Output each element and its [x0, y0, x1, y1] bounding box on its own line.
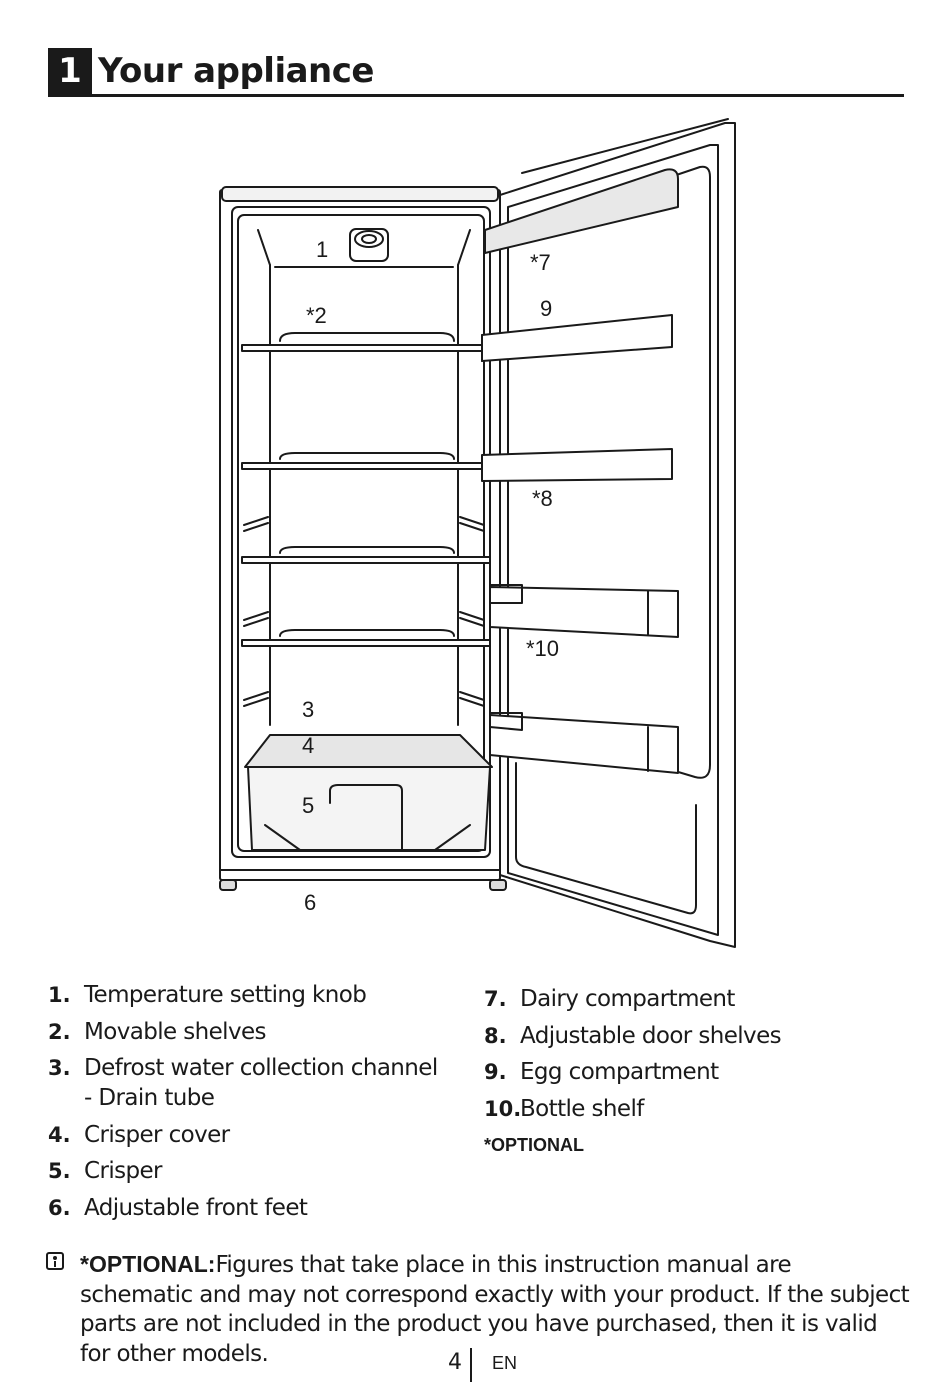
refrigerator-illustration: [219, 118, 736, 948]
callout-1: 1: [316, 237, 329, 262]
info-body: Figures that take place in this instruct…: [80, 1252, 910, 1367]
list-item: 3. Defrost water collection channel - Dr…: [48, 1055, 438, 1111]
shelves: [241, 332, 491, 707]
callout-2: *2: [306, 303, 327, 328]
callout-9: 9: [540, 296, 553, 321]
callout-6: 6: [304, 890, 317, 915]
list-item: 10. Bottle shelf: [484, 1095, 644, 1122]
info-icon: [46, 1252, 64, 1270]
appliance-diagram: 1 *2 3 4 5 6 *7 *8 9 *10: [210, 115, 740, 955]
callout-3: 3: [302, 697, 315, 722]
list-item: 2. Movable shelves: [48, 1018, 267, 1045]
list-item: 5. Crisper: [48, 1158, 163, 1184]
section-title: Your appliance: [98, 51, 374, 91]
info-label: *OPTIONAL:: [80, 1251, 216, 1277]
list-item: 6. Adjustable front feet: [48, 1194, 308, 1221]
parts-list-right: 7. Dairy compartment 8. Adjustable door …: [484, 984, 904, 1160]
callout-10: *10: [526, 636, 560, 661]
callout-7: *7: [530, 250, 551, 275]
parts-list-left: 1. Temperature setting knob 2. Movable s…: [48, 980, 468, 1229]
list-item: 8. Adjustable door shelves: [484, 1022, 782, 1049]
callout-4: 4: [302, 733, 315, 758]
language-code: EN: [492, 1353, 518, 1373]
list-item: 1. Temperature setting knob: [48, 982, 367, 1008]
page-number: 4: [448, 1350, 462, 1375]
optional-note: *OPTIONAL: [484, 1135, 585, 1155]
door: [481, 118, 736, 948]
footer-divider: [470, 1348, 472, 1382]
crisper: [244, 734, 493, 851]
cabinet: [219, 186, 507, 891]
list-item: 7. Dairy compartment: [484, 986, 735, 1012]
section-number: 1: [48, 48, 92, 94]
section-header: 1 Your appliance: [48, 46, 904, 97]
callout-5: 5: [302, 793, 315, 818]
callout-8: *8: [532, 486, 553, 511]
info-text: *OPTIONAL:Figures that take place in thi…: [80, 1250, 910, 1369]
list-item: 4. Crisper cover: [48, 1121, 230, 1148]
list-item: 9. Egg compartment: [484, 1059, 719, 1085]
page-footer: 4 EN: [0, 1346, 950, 1382]
